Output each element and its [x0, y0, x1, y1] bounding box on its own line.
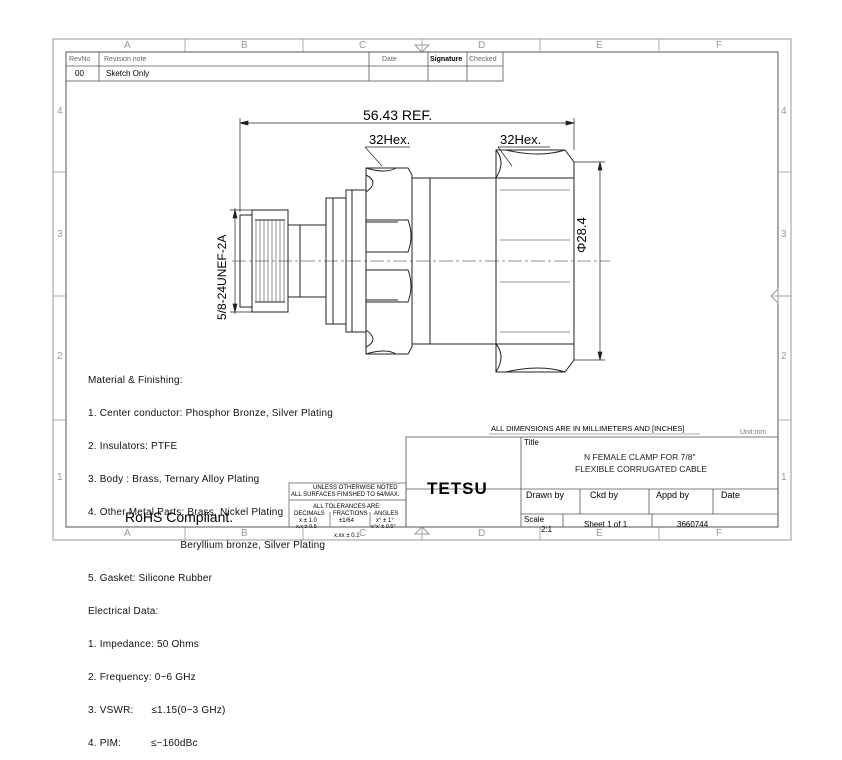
grid-row-2-left: 2 — [57, 351, 63, 362]
drawing-sheet: A B C D E F A B C D E F 4 3 2 1 4 3 2 1 … — [52, 38, 792, 749]
grid-col-c-top: C — [359, 40, 367, 51]
connector-outline — [232, 149, 610, 373]
dim-hex-right: 32Hex. — [500, 132, 542, 147]
sheet-number: Sheet 1 of 1 — [584, 520, 628, 529]
drawing-canvas — [52, 38, 792, 541]
tolerance-col-decimals: DECIMALS — [294, 511, 325, 517]
dimension-units-note: ALL DIMENSIONS ARE IN MILLIMETERS AND [I… — [491, 424, 685, 433]
material-line: 1. Center conductor: Phosphor Bronze, Si… — [88, 408, 333, 419]
rev-header-signature: Signature — [430, 56, 463, 63]
tolerance-dec1: x ± 1.0 — [299, 518, 317, 524]
material-line: 1. Impedance: 50 Ohms — [88, 639, 199, 650]
dim-thread: 5/8-24UNEF-2A — [215, 234, 229, 320]
material-line: 2. Frequency: 0~6 GHz — [88, 672, 196, 683]
dim-hex-left: 32Hex. — [369, 132, 411, 147]
material-line: Beryllium bronze, Silver Plating — [88, 540, 326, 551]
rohs-note: RoHS Compliant. — [125, 509, 234, 525]
grid-col-b-bottom: B — [241, 528, 248, 539]
grid-col-a-bottom: A — [124, 528, 131, 539]
rev-row-number: 00 — [75, 69, 84, 78]
grid-row-1-right: 1 — [781, 472, 787, 483]
grid-col-f-bottom: F — [716, 528, 723, 539]
revision-table-lines — [65, 51, 504, 82]
drawn-by-label: Drawn by — [526, 490, 565, 500]
center-mark-bottom — [413, 526, 431, 535]
material-line: 2. Insulators: PTFE — [88, 441, 178, 452]
grid-row-3-right: 3 — [781, 229, 787, 240]
scale-value: 2:1 — [541, 525, 553, 534]
material-line: 5. Gasket: Silicone Rubber — [88, 573, 213, 584]
material-notes: Material & Finishing: 1. Center conducto… — [88, 353, 333, 760]
tolerance-fraction: ±1/64 — [339, 518, 354, 524]
center-mark-top — [413, 44, 431, 53]
title-block-lines — [405, 436, 779, 528]
tolerance-angle2: x°x' ± 0.5° — [371, 524, 396, 530]
tolerance-col-angles: ANGLES — [374, 511, 399, 517]
grid-row-4-right: 4 — [781, 106, 787, 117]
material-line: Material & Finishing: — [88, 375, 183, 386]
company-logo-text: TETSU — [427, 479, 488, 498]
rev-header-date: Date — [382, 56, 397, 63]
tolerance-line3: ALL TOLERANCES ARE: — [313, 504, 381, 510]
tolerance-line2: ALL SURFACES FINISHED TO 64/MAX. — [291, 492, 400, 498]
grid-col-d-bottom: D — [478, 528, 486, 539]
dim-diameter: Φ28.4 — [574, 217, 589, 253]
grid-row-4-left: 4 — [57, 106, 63, 117]
title-line2: FLEXIBLE CORRUGATED CABLE — [575, 464, 708, 474]
material-line: 4. Other Metal Parts: Brass, Nickel Plat… — [88, 507, 284, 518]
tolerance-col-fractions: FRACTIONS — [333, 511, 368, 517]
checked-by-label: Ckd by — [590, 490, 619, 500]
tolerance-dec3: x.xx ± 0.1 — [334, 533, 360, 539]
grid-col-e-bottom: E — [596, 528, 603, 539]
grid-col-f-top: F — [716, 40, 723, 51]
unit-label: Unit:mm — [740, 429, 767, 436]
grid-col-c-bottom: C — [359, 528, 367, 539]
grid-row-1-left: 1 — [57, 472, 63, 483]
rev-header-checked: Checked — [469, 56, 497, 63]
material-line: 4. PIM: ≤−160dBc — [88, 738, 198, 749]
tolerance-angle1: x° ± 1° — [376, 518, 394, 524]
date-label: Date — [721, 490, 741, 500]
grid-row-3-left: 3 — [57, 229, 63, 240]
tolerance-line1: UNLESS OTHERWISE NOTED — [313, 485, 398, 491]
material-line: Electrical Data: — [88, 606, 159, 617]
approved-by-label: Appd by — [656, 490, 690, 500]
material-line: 3. Body : Brass, Ternary Alloy Plating — [88, 474, 260, 485]
rev-row-note: Sketch Only — [106, 69, 150, 78]
rev-header-note: Revision note — [104, 56, 147, 63]
title-label: Title — [524, 438, 539, 447]
grid-row-2-right: 2 — [781, 351, 787, 362]
rev-header-revno: RevNo — [69, 56, 91, 63]
dimension-lines — [230, 118, 605, 361]
grid-col-d-top: D — [478, 40, 486, 51]
title-line1: N FEMALE CLAMP FOR 7/8" — [584, 452, 696, 462]
scale-label: Scale — [524, 515, 545, 524]
grid-col-b-top: B — [241, 40, 248, 51]
material-line: 3. VSWR: ≤1.15(0~3 GHz) — [88, 705, 226, 716]
grid-col-e-top: E — [596, 40, 603, 51]
dim-overall-length: 56.43 REF. — [363, 107, 433, 123]
drawing-number: 3660744 — [677, 520, 709, 529]
tolerance-dec2: x.x ± 0.5 — [296, 524, 317, 530]
grid-col-a-top: A — [124, 40, 131, 51]
